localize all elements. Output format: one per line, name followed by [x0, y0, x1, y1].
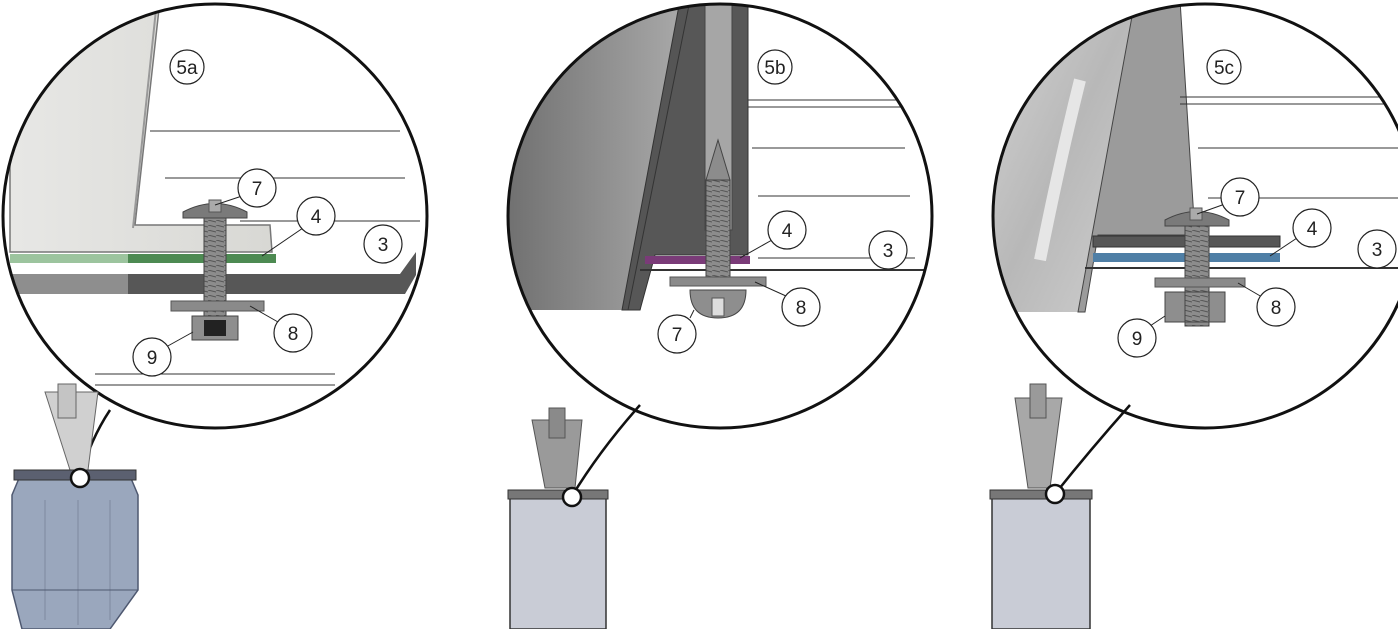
bolt-5a: [170, 199, 265, 341]
callout-7-5a: 7: [214, 168, 277, 208]
callout-4-5b: 4: [739, 210, 807, 259]
svg-text:3: 3: [1372, 240, 1383, 261]
callout-7-5b: 7: [657, 309, 697, 354]
detail-circle-5a: [1, 2, 429, 430]
panel-5b: 5b 4 3 8 7: [506, 2, 934, 629]
callout-8-5c: 8: [1237, 282, 1296, 327]
svg-text:8: 8: [288, 324, 299, 345]
detail-marker-5a: [69, 467, 91, 489]
profile-5c: [1077, 4, 1196, 313]
gasket-5a: [10, 254, 276, 263]
label-badge-5c: 5c: [1206, 49, 1242, 85]
callout-4-5a: 4: [261, 196, 336, 257]
callout-9-5c: 9: [1117, 315, 1166, 358]
svg-text:4: 4: [311, 207, 322, 228]
bolt-5c: [1154, 207, 1246, 327]
svg-text:4: 4: [1307, 219, 1318, 240]
svg-text:5c: 5c: [1214, 58, 1234, 79]
callout-7-5c: 7: [1196, 177, 1260, 217]
detail-view-5c: [993, 4, 1398, 428]
svg-text:3: 3: [883, 241, 894, 262]
screw-5b: [669, 138, 767, 319]
svg-text:8: 8: [796, 298, 807, 319]
container-5b: [507, 407, 609, 629]
label-badge-5b: 5b: [757, 49, 793, 85]
detail-marker-5b: [561, 486, 583, 508]
callout-3-5c: 3: [1357, 229, 1397, 269]
detail-marker-5c: [1044, 483, 1066, 505]
svg-text:3: 3: [378, 235, 389, 256]
detail-circle-5c: [991, 2, 1398, 430]
svg-text:7: 7: [672, 325, 683, 346]
svg-text:7: 7: [252, 179, 263, 200]
svg-text:5b: 5b: [764, 58, 785, 79]
detail-view-5a: [3, 4, 427, 428]
svg-text:9: 9: [147, 348, 158, 369]
callout-8-5a: 8: [249, 305, 313, 353]
svg-text:7: 7: [1235, 188, 1246, 209]
callout-3-5b: 3: [868, 230, 908, 270]
panel-5a: 5a 7 4 3 8 9: [1, 2, 429, 629]
detail-circle-5b: [506, 2, 934, 430]
svg-text:4: 4: [782, 221, 793, 242]
panel-5c: 5c 7 4 3 8 9: [989, 2, 1398, 629]
callout-8-5b: 8: [754, 281, 821, 327]
svg-text:8: 8: [1271, 298, 1282, 319]
svg-text:9: 9: [1132, 329, 1143, 350]
container-5c: [989, 383, 1093, 629]
callout-4-5c: 4: [1269, 208, 1332, 257]
container-5a: [11, 383, 139, 629]
label-badge-5a: 5a: [169, 49, 205, 85]
gasket-5b: [645, 256, 750, 264]
callout-3-5a: 3: [363, 224, 403, 264]
callout-9-5a: 9: [132, 331, 194, 377]
svg-text:5a: 5a: [176, 58, 198, 79]
